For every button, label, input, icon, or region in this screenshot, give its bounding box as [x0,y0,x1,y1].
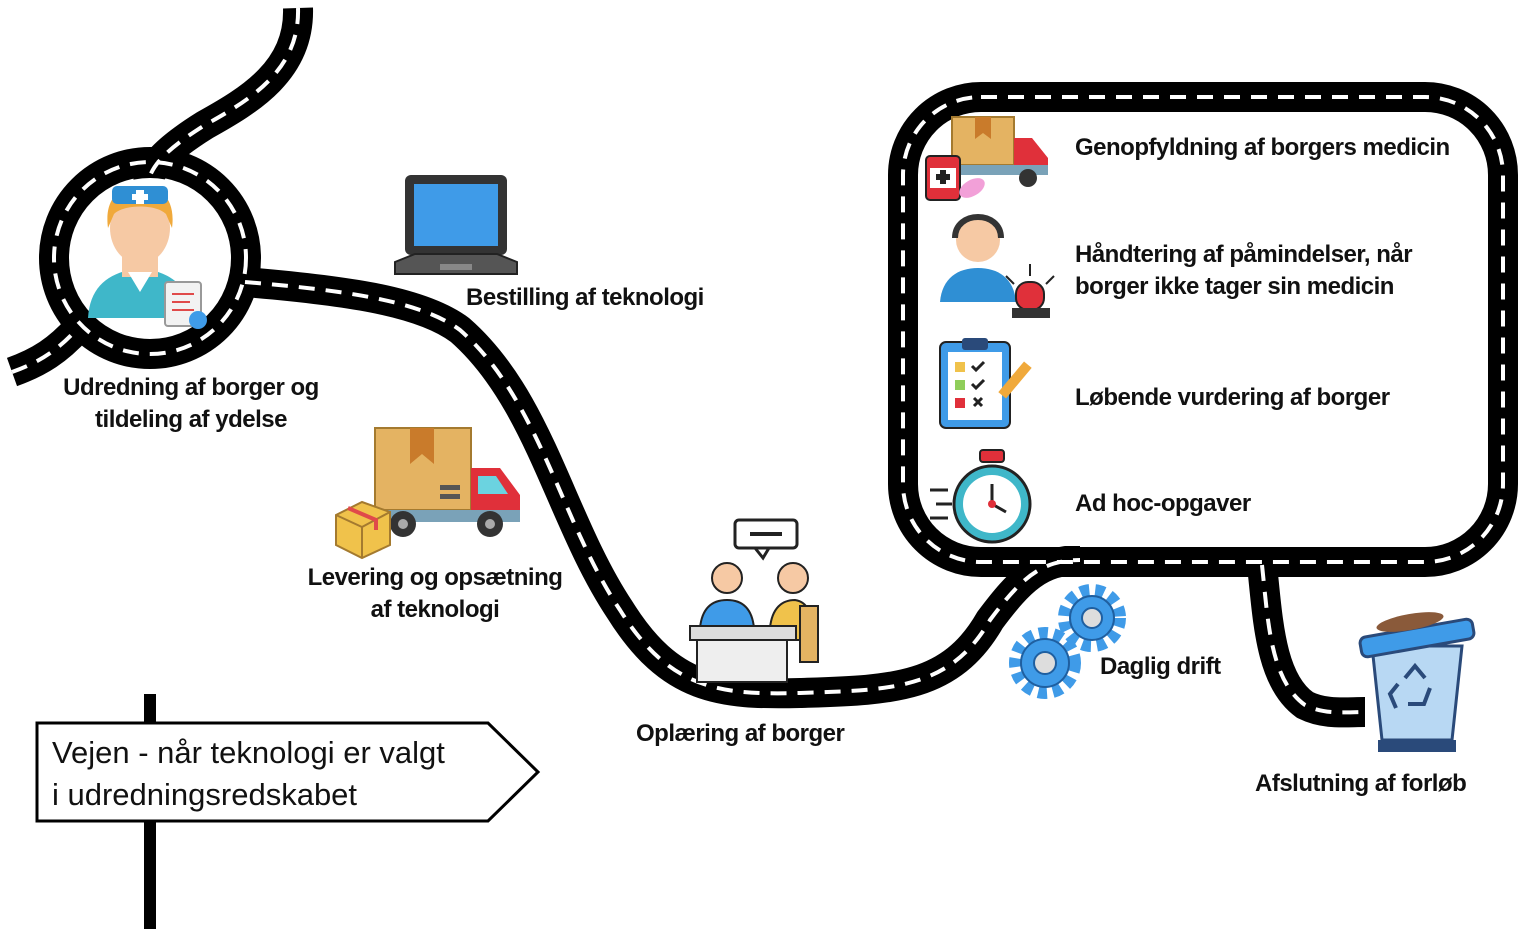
signpost [35,694,541,929]
daily-task-reminders-line-2: borger ikke tager sin medicin [1075,273,1394,300]
road-left-branch [6,317,90,387]
delivery-truck-icon [335,427,520,560]
step-daily-operation-label: Daglig drift [1100,653,1221,680]
step-delivery-line-2: af teknologi [370,596,500,623]
step-delivery-line-1: Levering og opsætning [307,564,563,591]
gears-icon [1009,584,1126,699]
road-exit [1247,563,1366,728]
signpost-text: Vejen - når teknologi er valgt i udredni… [52,732,445,816]
step-training-label: Oplæring af borger [636,720,845,747]
daily-task-assessment-label: Løbende vurdering af borger [1075,384,1390,411]
stopwatch-icon [930,449,1032,544]
training-icon [689,518,819,683]
step-ordering-label: Bestilling af teknologi [466,284,704,311]
step-assessment-line-2: tildeling af ydelse [95,406,287,433]
daily-task-reminders-label: Håndtering af påmindelser, når borger ik… [1075,239,1413,303]
clipboard-checklist-icon [939,338,1032,429]
signpost-line-2: i udredningsredskabet [52,777,358,812]
step-assessment-line-1: Udredning af borger og [63,374,319,401]
step-closing-label: Afslutning af forløb [1255,770,1467,797]
signpost-line-1: Vejen - når teknologi er valgt [52,735,445,770]
laptop-icon [394,175,518,275]
daily-task-reminders-line-1: Håndtering af påmindelser, når [1075,241,1413,268]
step-delivery-label: Levering og opsætning af teknologi [290,562,580,626]
medicine-delivery-truck-icon [925,116,1048,201]
daily-task-adhoc-label: Ad hoc-opgaver [1075,490,1251,517]
nurse-icon [88,186,207,329]
call-center-alarm-icon [940,214,1055,318]
road [6,7,1518,728]
daily-task-refill-label: Genopfyldning af borgers medicin [1075,134,1450,161]
recycle-bin-icon [1358,612,1476,752]
step-assessment-label: Udredning af borger og tildeling af ydel… [46,372,336,436]
